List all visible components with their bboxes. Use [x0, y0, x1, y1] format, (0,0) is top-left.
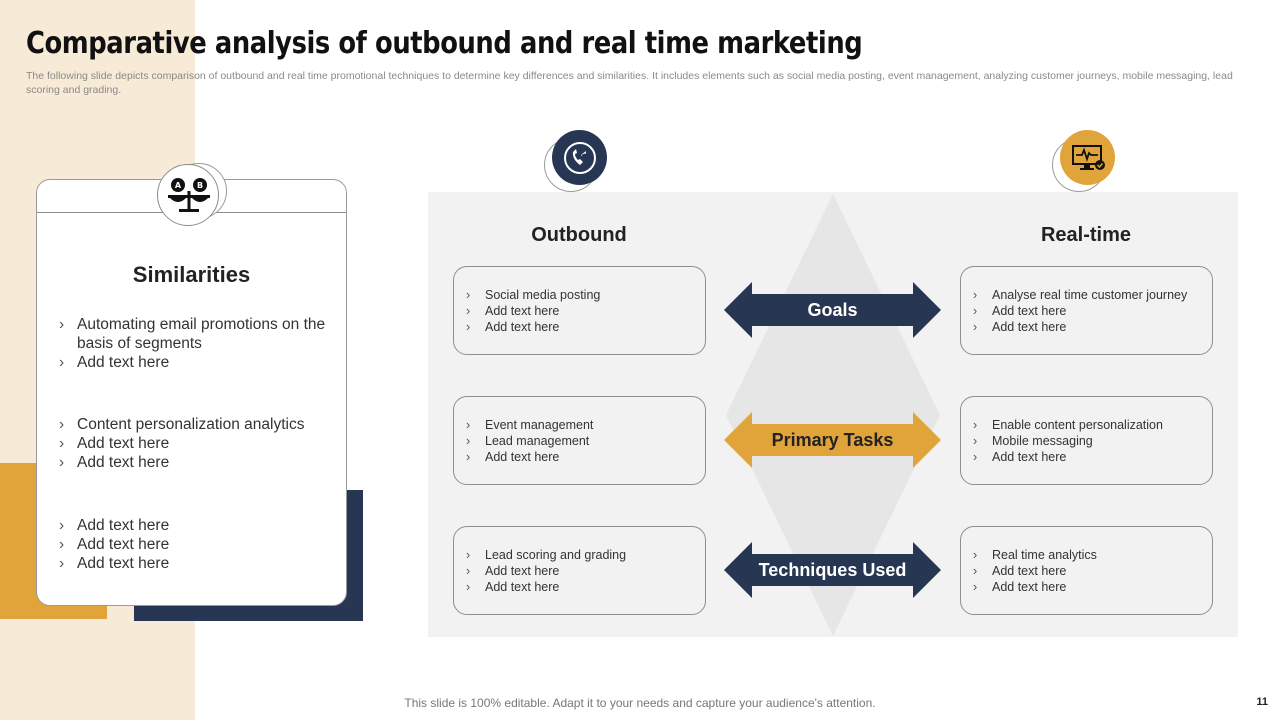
- phone-call-icon: [552, 130, 607, 185]
- list-item: Add text here: [973, 449, 1163, 465]
- list-item: Analyse real time customer journey: [973, 287, 1187, 303]
- monitor-pulse-icon: [1060, 130, 1115, 185]
- list-item: Real time analytics: [973, 547, 1097, 563]
- outbound-box-primary-tasks: Event management Lead management Add tex…: [453, 396, 706, 485]
- list-item: Event management: [466, 417, 593, 433]
- list-item: Lead management: [466, 433, 593, 449]
- category-arrow-primary-tasks: Primary Tasks: [724, 412, 941, 468]
- category-arrow-techniques: Techniques Used: [724, 542, 941, 598]
- slide-title: Comparative analysis of outbound and rea…: [26, 26, 863, 61]
- list-item: Add text here: [973, 579, 1097, 595]
- list-item: Add text here: [973, 563, 1097, 579]
- svg-text:B: B: [197, 181, 203, 190]
- realtime-heading: Real-time: [1040, 224, 1132, 246]
- category-label-primary-tasks: Primary Tasks: [771, 429, 894, 450]
- list-item: Mobile messaging: [973, 433, 1163, 449]
- list-item: Add text here: [466, 319, 600, 335]
- outbound-box-goals: Social media posting Add text here Add t…: [453, 266, 706, 355]
- list-item: Add text here: [973, 303, 1187, 319]
- outbound-box-techniques: Lead scoring and grading Add text here A…: [453, 526, 706, 615]
- realtime-box-techniques: Real time analytics Add text here Add te…: [960, 526, 1213, 615]
- list-item: Add text here: [59, 535, 329, 554]
- list-item: Add text here: [466, 579, 626, 595]
- realtime-box-goals: Analyse real time customer journey Add t…: [960, 266, 1213, 355]
- list-item: Add text here: [59, 353, 329, 372]
- slide-subtitle: The following slide depicts comparison o…: [26, 70, 1233, 96]
- page-number: 11: [1256, 696, 1268, 708]
- similarities-title: Similarities: [132, 262, 251, 287]
- similarities-list-2: Content personalization analytics Add te…: [59, 415, 329, 472]
- outbound-icon-wrap: [544, 130, 614, 192]
- list-item: Social media posting: [466, 287, 600, 303]
- list-item: Add text here: [973, 319, 1187, 335]
- category-label-techniques: Techniques Used: [758, 559, 907, 580]
- list-item: Add text here: [466, 563, 626, 579]
- similarities-list-1: Automating email promotions on the basis…: [59, 315, 329, 372]
- category-arrow-goals: Goals: [724, 282, 941, 338]
- list-item: Enable content personalization: [973, 417, 1163, 433]
- list-item: Add text here: [59, 554, 329, 573]
- list-item: Lead scoring and grading: [466, 547, 626, 563]
- similarities-list-3: Add text here Add text here Add text her…: [59, 516, 329, 573]
- balance-scale-icon: A B: [157, 164, 219, 226]
- list-item: Automating email promotions on the basis…: [59, 315, 329, 353]
- list-item: Add text here: [59, 516, 329, 535]
- comparison-panel: Outbound Real-time Social media posting …: [428, 192, 1238, 637]
- realtime-box-primary-tasks: Enable content personalization Mobile me…: [960, 396, 1213, 485]
- realtime-icon-wrap: [1052, 130, 1122, 192]
- footer-note: This slide is 100% editable. Adapt it to…: [404, 696, 876, 710]
- list-item: Add text here: [59, 453, 329, 472]
- list-item: Add text here: [466, 303, 600, 319]
- list-item: Content personalization analytics: [59, 415, 329, 434]
- category-label-goals: Goals: [807, 299, 858, 320]
- svg-text:A: A: [175, 181, 182, 190]
- outbound-heading: Outbound: [531, 224, 627, 246]
- similarities-card: A B Similarities Automating email promot…: [36, 163, 347, 606]
- list-item: Add text here: [59, 434, 329, 453]
- list-item: Add text here: [466, 449, 593, 465]
